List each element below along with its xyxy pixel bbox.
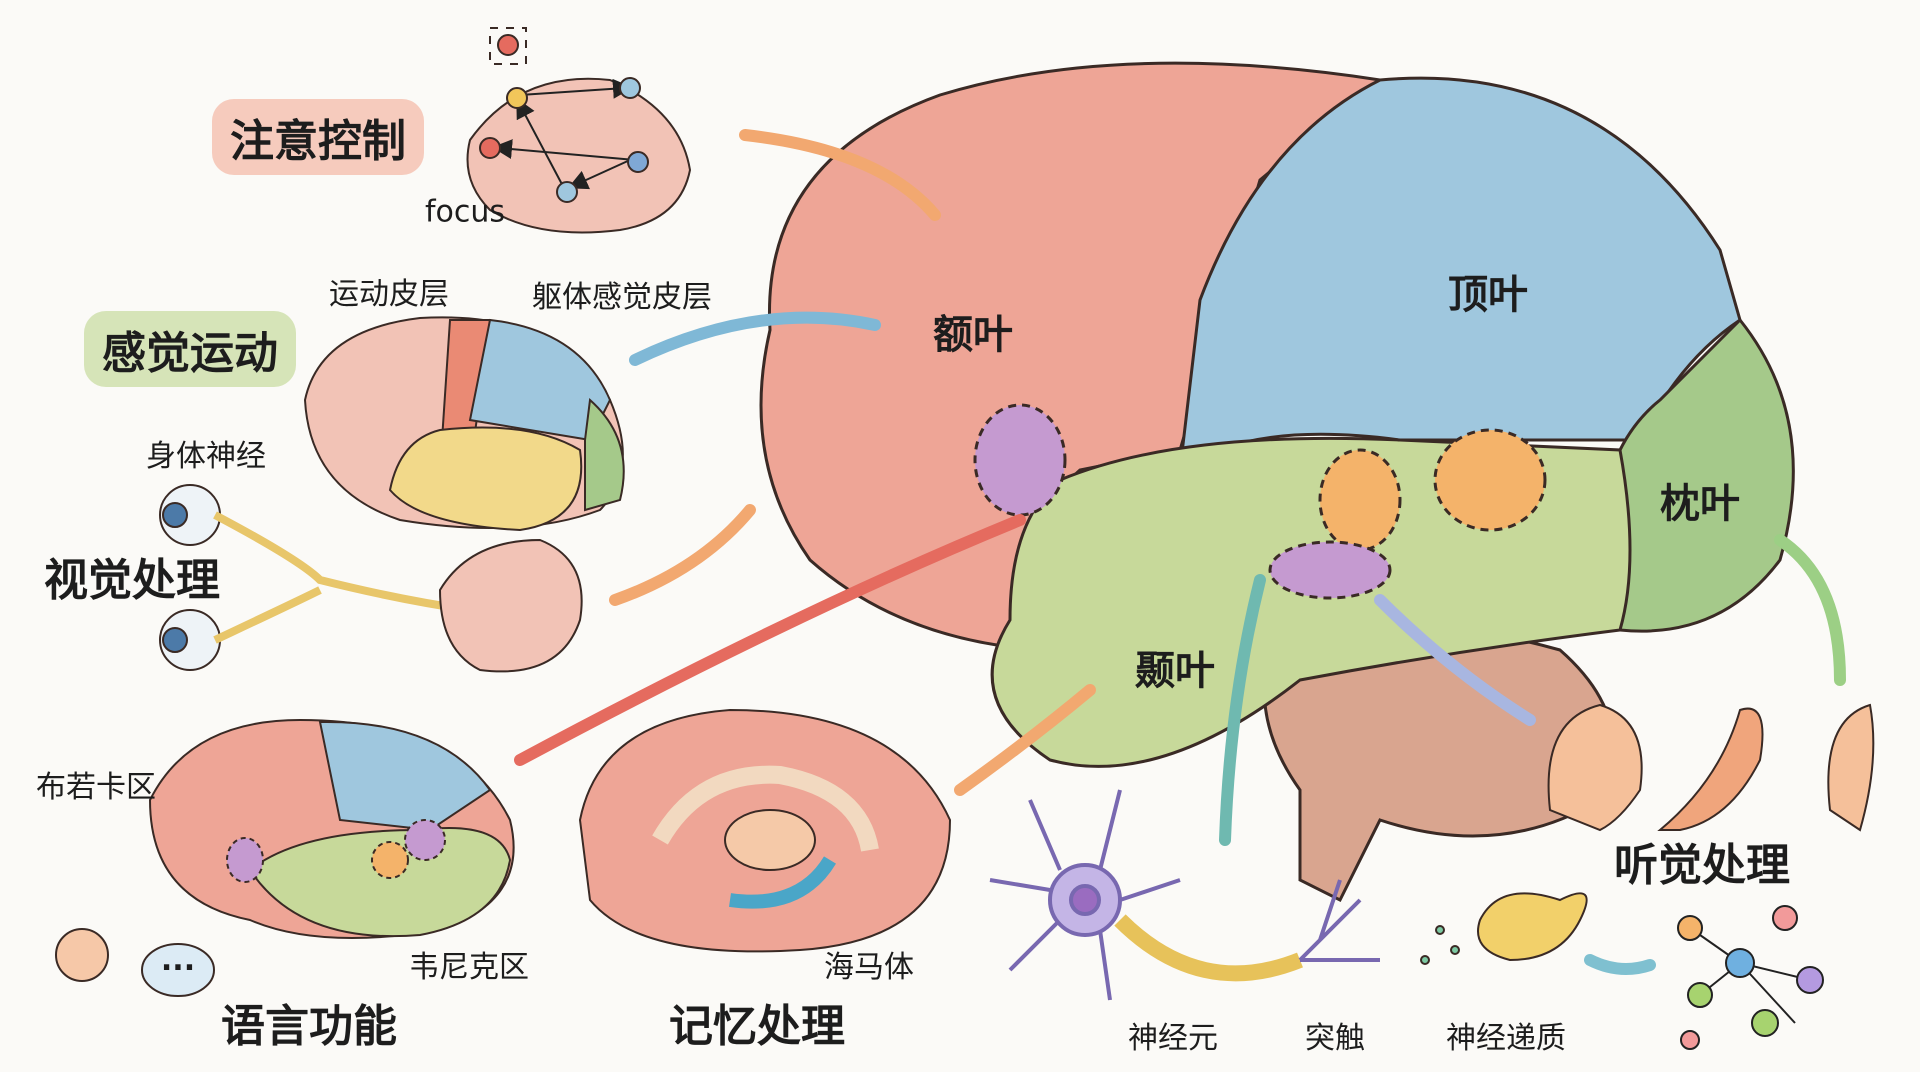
sensorimotor-brain: [303, 316, 625, 532]
visual-pathway: [159, 484, 583, 673]
arrow-frontal-sensorimotor: [629, 311, 881, 366]
label-motor-cortex: 运动皮层: [329, 277, 449, 312]
neuron: [989, 789, 1380, 1001]
label-sensorimotor: 感觉运动: [84, 311, 296, 387]
memory-brain: [578, 708, 952, 953]
speech-bubble-icon: [141, 943, 215, 997]
arrow-synapse-network: [1584, 954, 1656, 975]
neural-network: [1677, 905, 1824, 1050]
synapse-terminal: [1420, 892, 1588, 965]
label-neurotransmitter: 神经递质: [1446, 1021, 1566, 1056]
label-auditory-processing: 听觉处理: [1614, 840, 1790, 891]
arrow-ear-occipital: [1774, 534, 1846, 686]
arrow-frontal-vision: [609, 504, 756, 606]
label-temporal-lobe: 颞叶: [1135, 648, 1215, 694]
head-icon: [55, 928, 109, 982]
connector-arrows: [514, 129, 1846, 975]
orange-region-2: [1433, 428, 1547, 532]
label-attention-control: 注意控制: [212, 99, 424, 175]
broca-area: [973, 403, 1067, 517]
ears: [1547, 703, 1875, 832]
orange-region-1: [1318, 448, 1402, 552]
label-neuron: 神经元: [1128, 1021, 1218, 1056]
label-hippocampus: 海马体: [824, 950, 914, 985]
label-visual-processing: 视觉处理: [44, 555, 220, 606]
language-brain: [55, 718, 515, 997]
label-body-nerves: 身体神经: [146, 439, 266, 474]
label-broca-area: 布若卡区: [36, 770, 156, 805]
label-language-function: 语言功能: [221, 1001, 397, 1052]
speech-bubble-text: ···: [160, 950, 196, 986]
arrow-temporal-neuron: [1219, 574, 1266, 846]
label-somatosensory-cortex: 躯体感觉皮层: [532, 280, 712, 315]
label-focus: focus: [424, 194, 506, 230]
arrow-attention-to-frontal: [739, 129, 941, 221]
arrow-temporal-memory: [954, 684, 1096, 796]
label-parietal-lobe: 顶叶: [1448, 272, 1528, 318]
label-occipital-lobe: 枕叶: [1660, 481, 1740, 527]
arrow-frontal-language: [514, 514, 1026, 766]
label-wernicke-area: 韦尼克区: [409, 950, 529, 985]
attention-brain: [466, 27, 692, 234]
arrow-ear-temporal: [1374, 594, 1536, 726]
main-brain: [759, 61, 1795, 903]
wernicke-area: [1268, 540, 1392, 600]
label-frontal-lobe: 额叶: [933, 312, 1013, 358]
label-memory-processing: 记忆处理: [669, 1001, 845, 1052]
label-synapse: 突触: [1305, 1021, 1365, 1056]
